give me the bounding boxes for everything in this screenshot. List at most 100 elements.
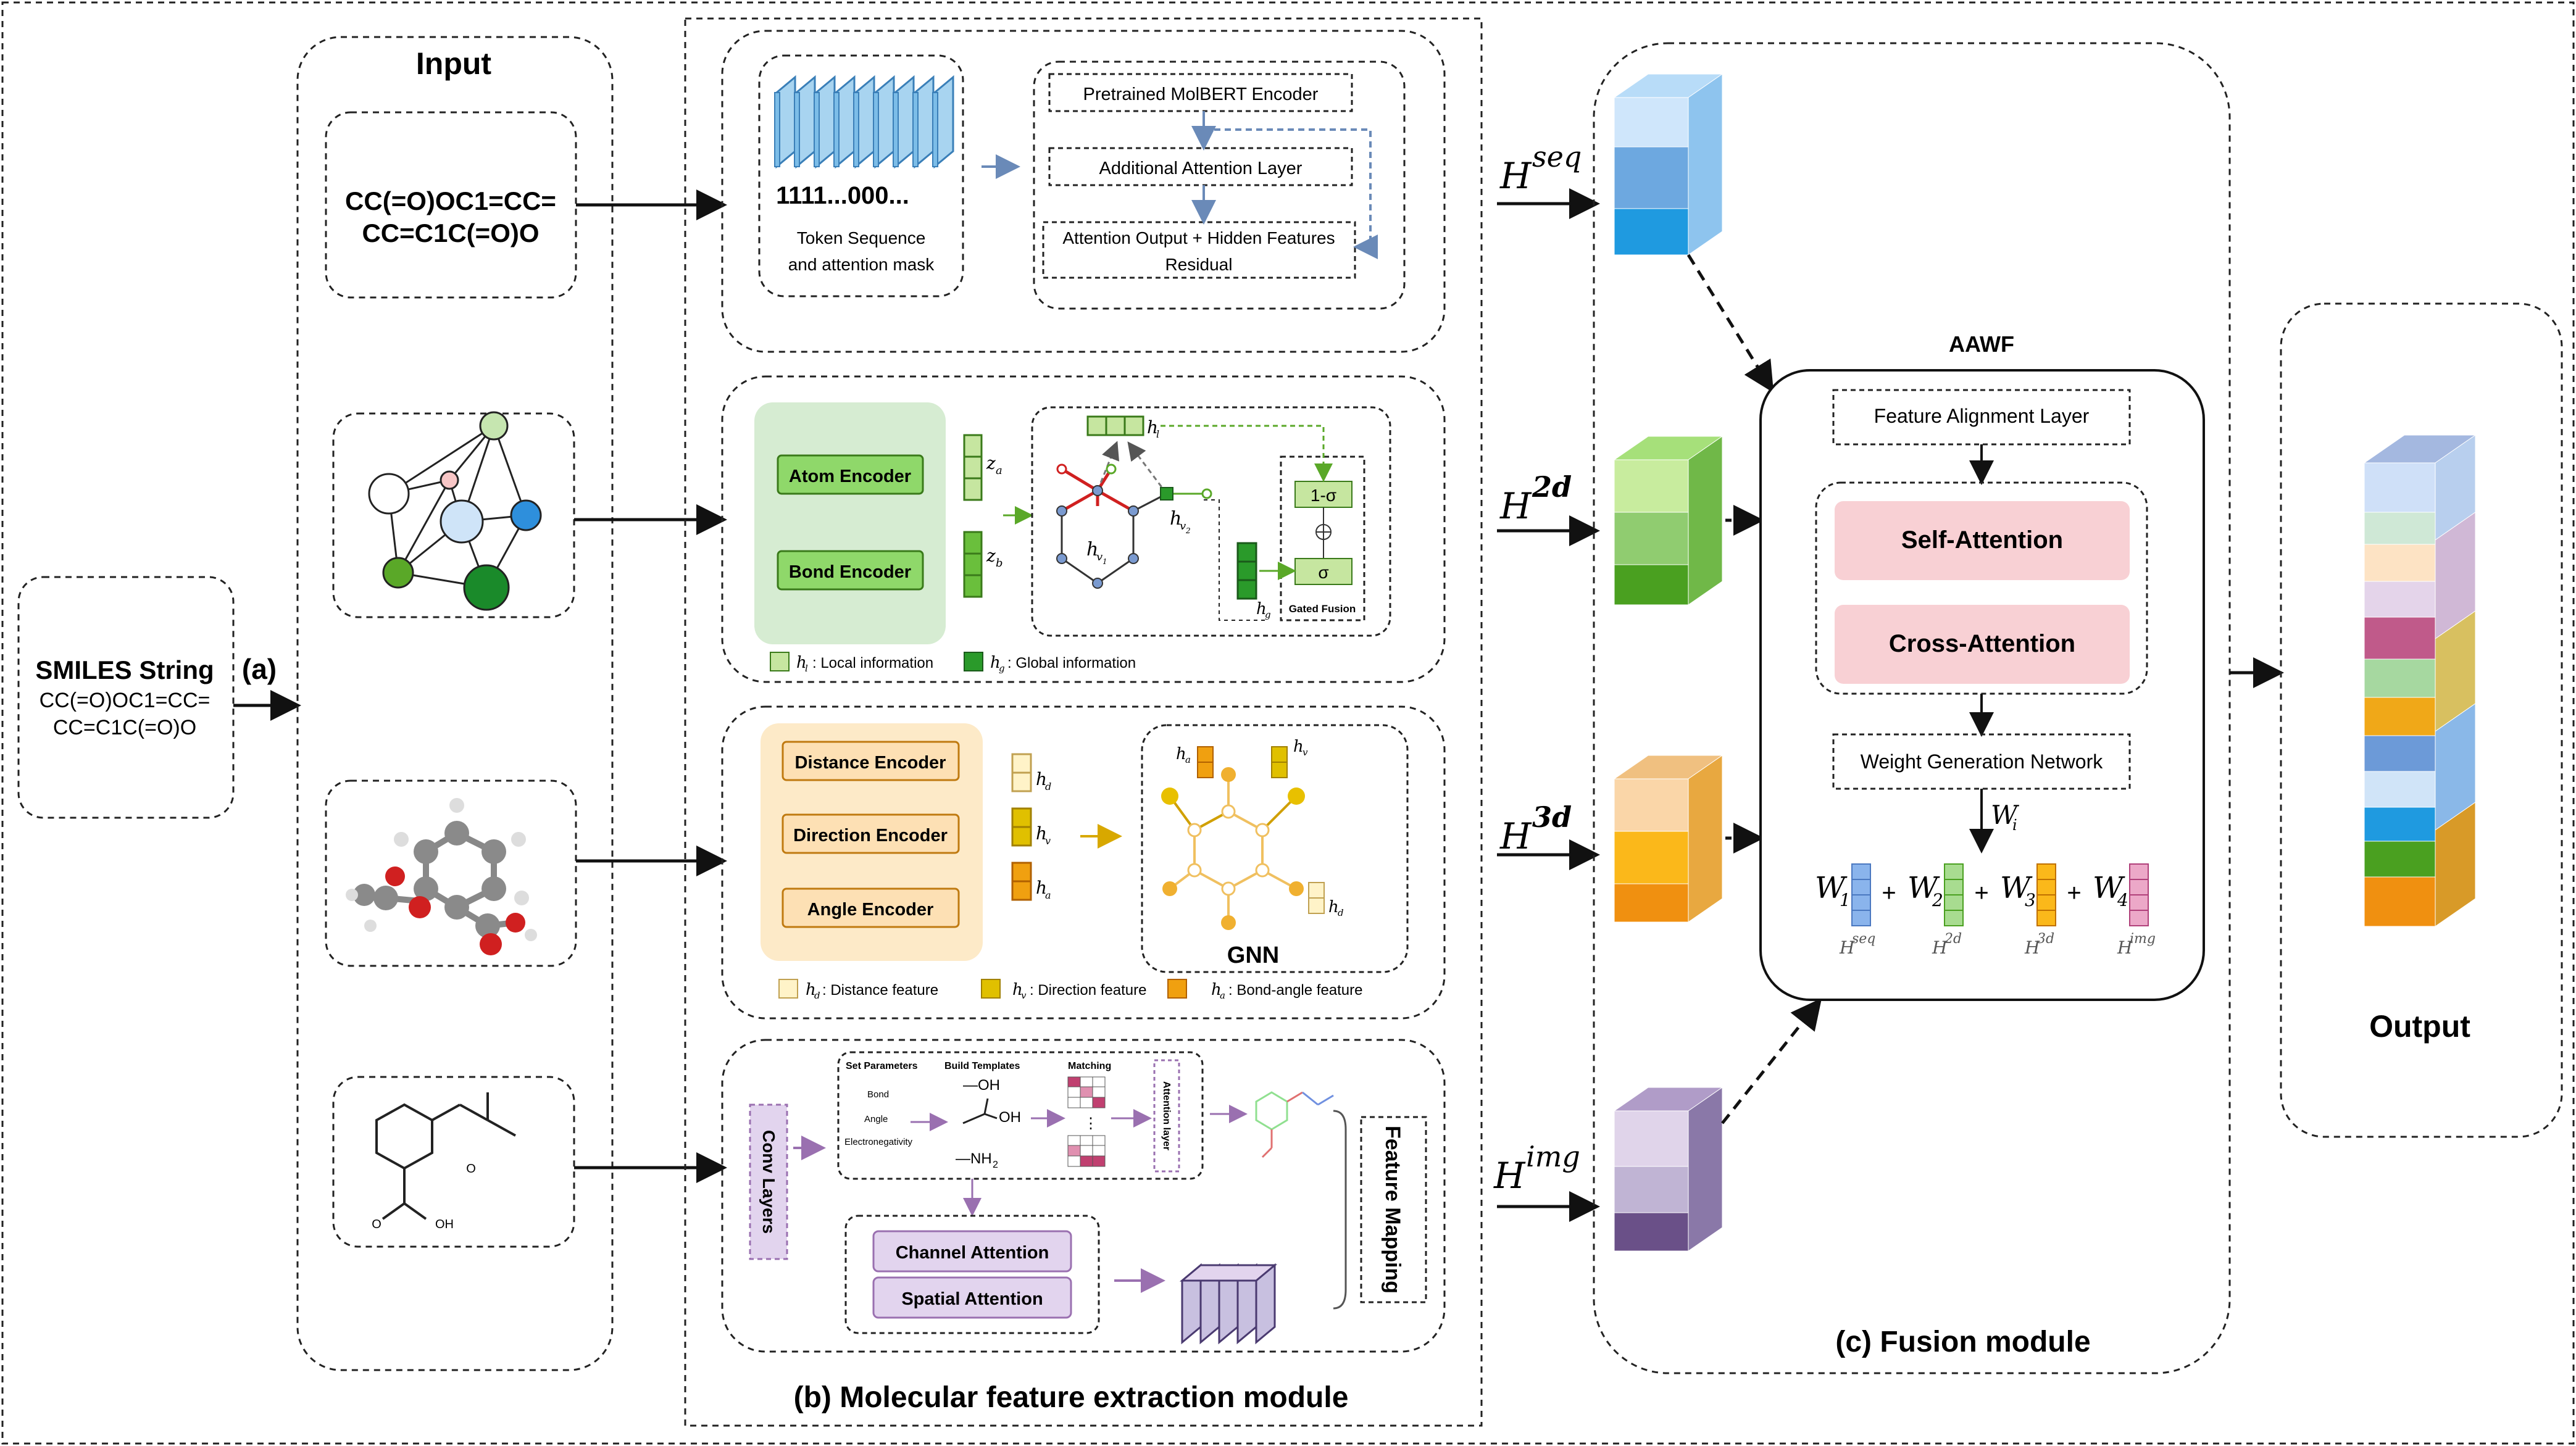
legend-distance-text: : Distance feature bbox=[822, 982, 938, 999]
smiles-title: SMILES String bbox=[35, 655, 214, 684]
legend-global-h: h bbox=[990, 654, 1001, 672]
tpl-oh: —OH bbox=[963, 1077, 1000, 1094]
weighted-sum: W 1 + W 2 + W 3 + W 4 bbox=[1815, 863, 2156, 958]
residual-label-1: Attention Output + Hidden Features bbox=[1062, 228, 1335, 247]
za-sub: a bbox=[996, 464, 1002, 477]
legend-local-swatch bbox=[770, 652, 790, 671]
hv2-label: h bbox=[1170, 508, 1182, 530]
legend-angle-text: : Bond-angle feature bbox=[1228, 982, 1363, 999]
h3d-sup: 3d bbox=[1532, 800, 1572, 834]
residual-skip-arrow bbox=[1204, 128, 1378, 259]
param-electro: Electronegativity bbox=[844, 1137, 913, 1147]
hl-label: h bbox=[1147, 417, 1158, 438]
bond-encoder-box bbox=[777, 550, 924, 591]
hd-label: h bbox=[1036, 769, 1047, 789]
sum-h2d: H bbox=[1932, 937, 1948, 958]
smiles-line1: CC(=O)OC1=CC= bbox=[40, 689, 210, 712]
attention-group-box bbox=[844, 1215, 1100, 1334]
build-templates-label: Build Templates bbox=[944, 1061, 1020, 1071]
legend-angle-sub: a bbox=[1220, 990, 1225, 1001]
h2d-H: H bbox=[1499, 485, 1532, 527]
section-b-label: (b) Molecular feature extraction module bbox=[794, 1381, 1349, 1414]
input-smiles-box bbox=[325, 111, 577, 299]
matching-label: Matching bbox=[1068, 1061, 1111, 1071]
w3-idx: 3 bbox=[2025, 890, 2036, 910]
input-3d-box bbox=[325, 779, 577, 967]
angle-encoder-label: Angle Encoder bbox=[807, 900, 934, 920]
encoder2d-panel bbox=[754, 402, 946, 644]
gnn-ha-sub: a bbox=[1185, 754, 1191, 765]
hd-sub: d bbox=[1045, 781, 1051, 792]
attention-layer-vlabel: Attention layer bbox=[1161, 1081, 1172, 1150]
hexagon-graph bbox=[1056, 441, 1212, 589]
legend-direction-text: : Direction feature bbox=[1030, 982, 1146, 999]
attention-layer-vbox bbox=[1153, 1059, 1180, 1173]
feature-brace bbox=[1333, 1110, 1347, 1310]
graph3d-module bbox=[721, 705, 1446, 1020]
sigma-label: σ bbox=[1318, 563, 1328, 582]
hv-label: h bbox=[1036, 823, 1047, 844]
param-bond: Bond bbox=[867, 1089, 889, 1100]
set-parameters-label: Set Parameters bbox=[846, 1061, 918, 1071]
legend-direction-swatch bbox=[981, 979, 1001, 999]
legend-direction-sub: v bbox=[1021, 990, 1027, 1001]
legend-local-sub: l bbox=[805, 663, 808, 674]
input-structure-drawing bbox=[375, 1092, 516, 1220]
w4-label: W bbox=[2093, 871, 2125, 905]
conv-layers-box bbox=[749, 1103, 788, 1260]
token-text: 1111...000... bbox=[776, 182, 909, 209]
input-3d-molecule bbox=[346, 798, 537, 955]
input-smiles-line2: CC=C1C(=O)O bbox=[362, 218, 539, 247]
channel-attention-box bbox=[872, 1230, 1072, 1273]
sum-h3d: H bbox=[2024, 937, 2040, 958]
gnn-hv-sub: v bbox=[1303, 747, 1308, 758]
legend-angle-swatch bbox=[1167, 979, 1187, 999]
himg-sup: img bbox=[1526, 1140, 1580, 1173]
hv1-idx: 1 bbox=[1103, 557, 1107, 566]
smiles-box bbox=[17, 576, 235, 819]
feature-alignment-label: Feature Alignment Layer bbox=[1874, 405, 2090, 427]
za-vector bbox=[963, 434, 983, 501]
ha-label: h bbox=[1036, 878, 1047, 898]
attention-layer-label: Additional Attention Layer bbox=[1099, 159, 1303, 178]
feature-alignment-box bbox=[1832, 389, 2131, 446]
hl-sub: l bbox=[1156, 428, 1159, 440]
sum-himg-sup: img bbox=[2130, 931, 2156, 947]
weight-generation-box bbox=[1832, 733, 2131, 790]
zb-label: z bbox=[986, 546, 996, 566]
legend-distance-sub: d bbox=[814, 990, 820, 1001]
legend-global-swatch bbox=[964, 652, 983, 671]
direction-encoder-box bbox=[782, 813, 960, 854]
w1-idx: 1 bbox=[1840, 890, 1851, 910]
gnn-area bbox=[1141, 724, 1409, 973]
h3d-H: H bbox=[1499, 815, 1532, 857]
tpl-nh2-sub: 2 bbox=[993, 1160, 998, 1170]
direction-encoder-label: Direction Encoder bbox=[793, 826, 948, 846]
colored-structure bbox=[1255, 1091, 1334, 1158]
gnn-hd-sub: d bbox=[1338, 907, 1344, 918]
fusion-module bbox=[1593, 42, 2231, 1374]
matching-grid-bottom bbox=[1067, 1135, 1106, 1167]
section-c-label: (c) Fusion module bbox=[1835, 1326, 2090, 1358]
w4-idx: 4 bbox=[2117, 890, 2128, 910]
cube-3d bbox=[1613, 755, 1724, 923]
feature-maps-stack bbox=[1179, 1263, 1278, 1345]
hg-dashed-line bbox=[1204, 499, 1265, 621]
input-column bbox=[296, 36, 614, 1371]
angle-encoder-box bbox=[782, 887, 960, 928]
seq-module bbox=[721, 30, 1446, 353]
plus-2: + bbox=[1974, 879, 1988, 907]
plus-1: + bbox=[1882, 879, 1896, 907]
legend-distance-swatch bbox=[778, 979, 798, 999]
himg-H: H bbox=[1493, 1155, 1526, 1197]
sigma-box bbox=[1294, 558, 1353, 585]
cross-attention-label: Cross-Attention bbox=[1889, 630, 2075, 657]
token-caption-1: Token Sequence bbox=[797, 228, 926, 247]
feature-mapping-box bbox=[1360, 1116, 1427, 1303]
input-struct-o: O bbox=[466, 1162, 476, 1176]
hv-sub: v bbox=[1045, 835, 1051, 847]
input-graph-illustration bbox=[368, 411, 542, 611]
section-a-label: (a) bbox=[242, 653, 277, 685]
w3-label: W bbox=[2000, 871, 2033, 905]
